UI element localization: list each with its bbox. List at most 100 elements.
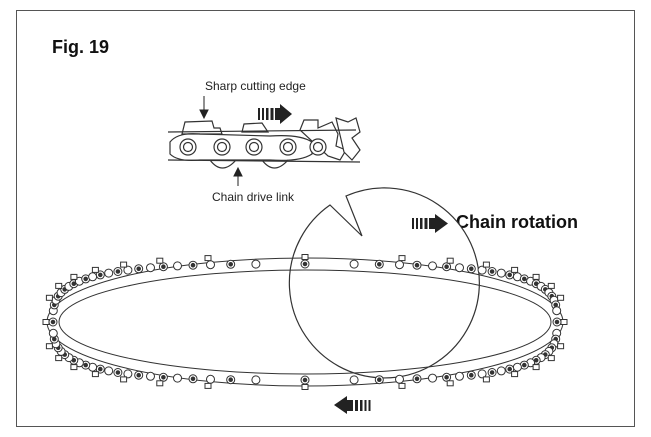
chain-cutter <box>120 376 128 383</box>
chain-rivet <box>50 319 56 325</box>
chain-rivet <box>377 377 382 383</box>
chain-rivet <box>507 366 513 372</box>
chain-link <box>395 374 404 384</box>
chain-link <box>104 366 114 376</box>
chain-link <box>512 362 522 372</box>
drive-link-label: Chain drive link <box>212 190 295 204</box>
chain-cutter <box>91 371 99 378</box>
arrow-right-striped-icon <box>412 214 448 233</box>
chain-link <box>349 375 359 385</box>
chain-cutter <box>70 273 78 280</box>
pointer-arrows <box>199 96 243 186</box>
chain-cutter <box>557 343 565 350</box>
chain-cutter <box>301 254 309 260</box>
chain-link <box>251 375 261 385</box>
chain-rivet <box>83 276 88 282</box>
chain-edge-line <box>167 129 357 133</box>
chain-rivet <box>98 272 103 278</box>
chain-track <box>58 269 552 375</box>
chain-cutter <box>398 255 406 262</box>
drive-link <box>209 159 237 169</box>
chain-rivet <box>161 264 166 270</box>
chain-cutter <box>204 382 212 389</box>
chain-cutter <box>446 380 454 387</box>
chain-rivet <box>52 336 57 342</box>
chain-rivet <box>377 262 382 267</box>
chain-link <box>173 373 182 383</box>
chain-link <box>123 369 133 379</box>
chain-link <box>428 261 437 271</box>
chain-link <box>455 371 464 381</box>
chain-rivet <box>522 276 527 282</box>
chain-cutter <box>42 319 50 325</box>
chain-cutter <box>446 257 454 264</box>
chain-link <box>146 371 155 381</box>
chain-rivet <box>469 266 474 272</box>
chain-link <box>206 260 215 270</box>
chain-rivet <box>444 375 449 380</box>
chain-rivet <box>522 362 527 368</box>
chain-cutter <box>511 266 519 273</box>
chain-rivet <box>507 272 513 278</box>
chain-rivet <box>228 377 233 383</box>
chain-rivet <box>469 372 474 378</box>
chain-cutter <box>55 355 63 362</box>
chain-cutter <box>301 384 309 390</box>
chain-rivet <box>414 376 420 382</box>
chain-rivet <box>302 377 308 383</box>
chain-link <box>496 268 506 278</box>
chain-cutter <box>547 282 555 289</box>
chain-rivet <box>136 372 141 378</box>
chain-rivet <box>190 376 196 382</box>
chain-cutter <box>398 382 406 389</box>
chain-rivet <box>190 262 196 268</box>
chain-rivet <box>533 358 539 363</box>
chain-detail <box>167 117 361 169</box>
chain-rivet <box>136 266 141 272</box>
sharp-edge-label: Sharp cutting edge <box>205 79 306 93</box>
chain-cutter <box>532 273 540 280</box>
chain-cutter <box>560 319 568 325</box>
chain-cutter <box>511 371 519 378</box>
chain-link <box>455 263 464 273</box>
chain-edge-line <box>167 159 361 163</box>
chain-link <box>496 366 506 376</box>
cutter-tooth <box>181 120 223 135</box>
figure-label: Fig. 19 <box>52 37 110 57</box>
chain-link <box>206 374 215 384</box>
magnifier-bubble <box>288 187 480 379</box>
chain-link <box>104 268 114 278</box>
chain-rivet <box>83 362 88 368</box>
drive-link <box>261 159 289 169</box>
cutter-tooth <box>335 117 361 161</box>
chain-cutter <box>55 282 63 289</box>
chain-rivet <box>161 375 166 380</box>
chain-cutter <box>156 257 164 264</box>
chain-rivet <box>98 366 103 372</box>
chain-link <box>477 265 487 275</box>
chain-link <box>48 328 58 338</box>
chain-cutter <box>156 380 164 387</box>
chain-link <box>173 261 182 271</box>
chain-link <box>123 265 133 275</box>
chain-cutter <box>547 355 555 362</box>
chain-rivet <box>115 370 121 375</box>
arrow-left-striped-icon <box>334 396 371 414</box>
arrow-right-striped-icon <box>258 104 292 124</box>
chain-cutter <box>91 266 99 273</box>
chain-rivet <box>228 262 233 267</box>
chain-rivet <box>554 319 560 325</box>
chain-rivet <box>489 269 495 274</box>
chain-link <box>88 272 98 282</box>
chain-cutter <box>70 364 78 371</box>
chain-rivet <box>115 269 121 274</box>
chain-cutter <box>204 255 212 262</box>
chain-rivet <box>444 264 449 270</box>
chain-cutter <box>482 376 490 383</box>
chain-rivet <box>302 261 308 267</box>
chain-cutter <box>120 261 128 268</box>
cutter-tooth <box>241 122 270 133</box>
chain-link <box>428 373 437 383</box>
chain-loop <box>42 254 568 390</box>
chain-link <box>349 259 359 269</box>
